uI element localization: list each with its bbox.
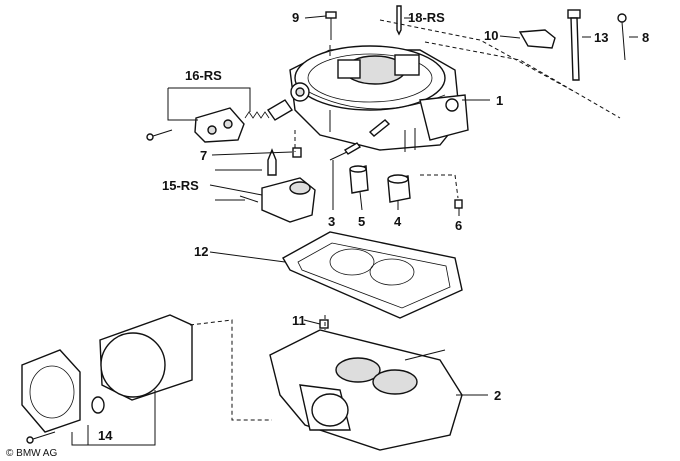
label-part-14: 14 [98,428,113,443]
label-part-5: 5 [358,214,365,229]
carburetor-lower-body [269,319,463,451]
label-part-9: 9 [292,10,299,25]
label-part-8: 8 [642,30,649,45]
choke-housing [21,314,193,444]
choke-cover-assembly [146,99,294,143]
label-part-18-rs: 18-RS [408,10,445,25]
leader-lines [71,15,638,446]
callout-labels: 1 2 3 4 5 6 7 8 9 10 11 12 13 14 15-RS 1… [98,10,649,443]
label-part-15-rs: 15-RS [162,178,199,193]
copyright-text: © BMW AG [6,448,57,459]
gasket [282,231,463,319]
carburetor-upper-body [289,45,469,152]
label-part-13: 13 [594,30,608,45]
label-part-3: 3 [328,214,335,229]
small-parts [329,142,463,209]
alignment-lines [189,19,621,421]
label-part-1: 1 [496,93,503,108]
label-part-11: 11 [292,313,306,328]
label-part-7: 7 [200,148,207,163]
label-part-10: 10 [484,28,498,43]
label-part-6: 6 [455,218,462,233]
label-part-12: 12 [194,244,208,259]
accelerator-pump-parts [239,147,316,223]
label-part-16-rs: 16-RS [185,68,222,83]
top-fasteners [325,5,627,81]
label-part-2: 2 [494,388,501,403]
label-part-4: 4 [394,214,402,229]
